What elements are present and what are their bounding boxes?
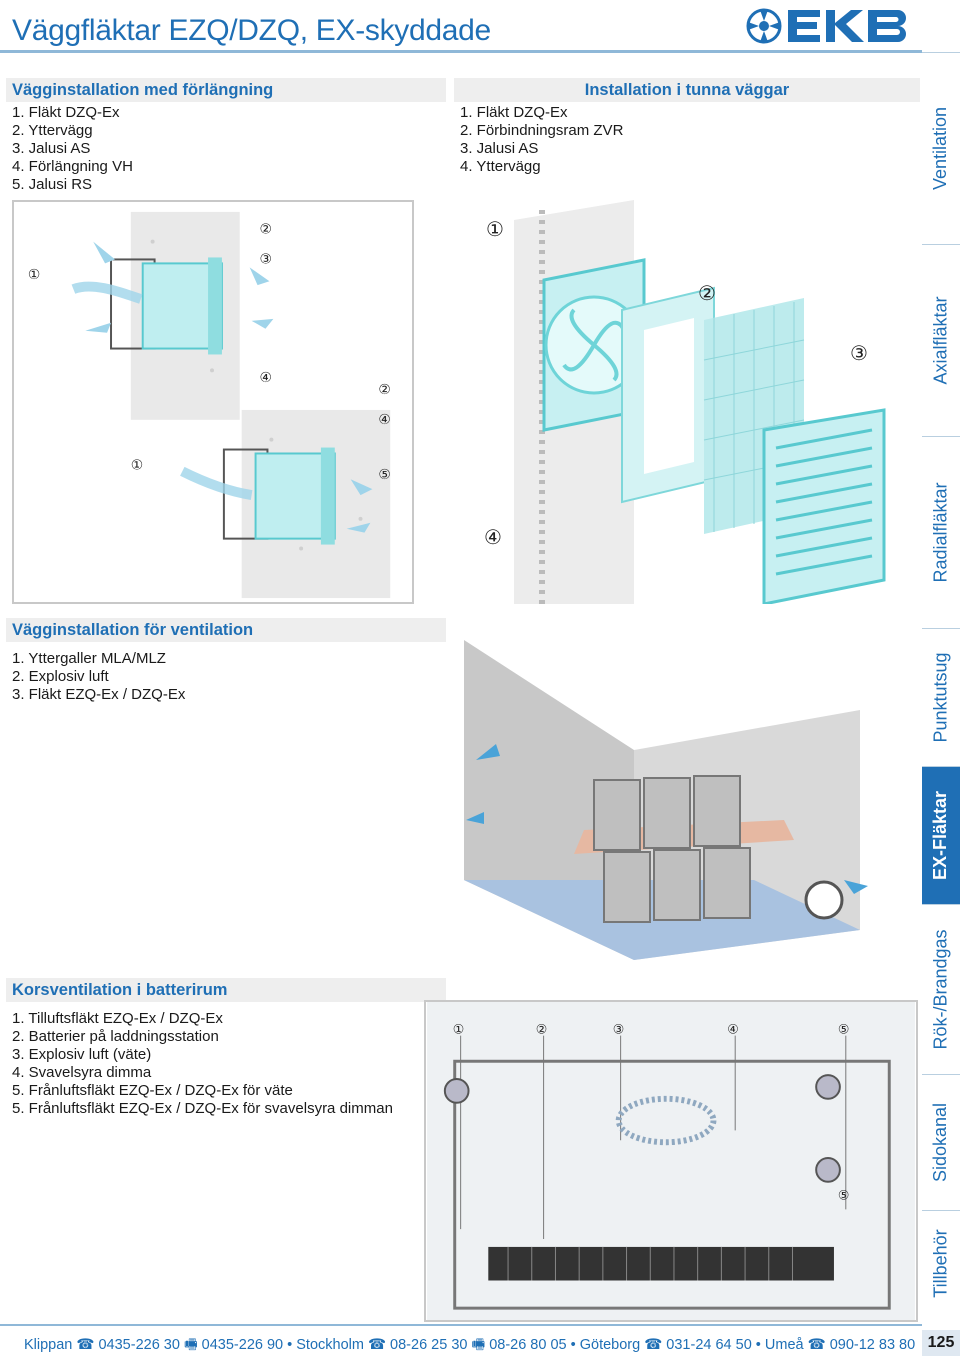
list-item: 2. Förbindningsram ZVR [460,122,624,139]
callout-room-5b: ⑤ [838,1189,850,1204]
callout-2: ② [260,222,272,238]
tab-label: Radialfläktar [930,482,951,583]
tab-ventilation[interactable]: Ventilation [922,52,960,244]
list-item: 1. Tilluftsfläkt EZQ-Ex / DZQ-Ex [12,1010,223,1027]
callout-thin-1: ① [486,217,504,241]
fan-logo-icon [746,8,782,44]
tab-label: Rök-/Brandgas [930,929,951,1050]
callout-thin-2: ② [698,281,716,305]
battery-room-illustration: ① ② ③ ④ ⑤ ⑤ [424,1000,918,1322]
callout-5: ⑤ [378,467,390,483]
list-item: 1. Fläkt DZQ-Ex [12,104,120,121]
tab-label: Punktutsug [930,652,951,743]
wall-ventilation-list: 1. Yttergaller MLA/MLZ 2. Explosiv luft … [12,650,185,704]
list-item: 2. Batterier på laddningsstation [12,1028,219,1045]
list-item: 5. Frånluftsfläkt EZQ-Ex / DZQ-Ex för vä… [12,1082,293,1099]
tab-label: EX-Fläktar [930,790,951,881]
tab-label: Sidokanal [930,1102,951,1183]
callout-thin-4: ④ [484,525,502,549]
tab-tillbehor[interactable]: Tillbehör [922,1210,960,1316]
battery-room-list: 1. Tilluftsfläkt EZQ-Ex / DZQ-Ex 2. Batt… [12,1010,393,1118]
callout-thin-3: ③ [850,341,868,365]
thin-walls-illustration: ① ② ③ ④ [454,200,920,604]
page-number: 125 [922,1330,960,1356]
wall-extension-list: 1. Fläkt DZQ-Ex 2. Yttervägg 3. Jalusi A… [12,104,133,194]
list-item: 5. Frånluftsfläkt EZQ-Ex / DZQ-Ex för sv… [12,1100,393,1117]
tab-label: Tillbehör [930,1229,951,1298]
list-item: 5. Jalusi RS [12,176,93,193]
list-item: 3. Explosiv luft (väte) [12,1046,152,1063]
tab-sidokanal[interactable]: Sidokanal [922,1074,960,1210]
list-item: 3. Jalusi AS [12,140,91,157]
battery-room-heading: Korsventilation i batterirum [6,978,446,1002]
ekb-logo [746,8,906,44]
tab-label: Ventilation [930,106,951,191]
footer: Klippan ☎ 0435-226 30 🖷 0435-226 90 • St… [0,1330,960,1356]
callout-1: ① [28,267,40,283]
category-sidebar: Ventilation Axialfläktar Radialfläktar P… [922,52,960,1316]
callout-3: ③ [260,251,272,267]
callout-room-2: ② [536,1023,548,1038]
list-item: 4. Yttervägg [460,158,541,175]
footer-contacts: Klippan ☎ 0435-226 30 🖷 0435-226 90 • St… [24,1337,916,1353]
callout-4: ④ [260,370,272,386]
callout-2b: ② [378,382,390,398]
thin-walls-heading: Installation i tunna väggar [454,78,920,102]
callout-4b: ④ [378,412,390,428]
list-item: 1. Fläkt DZQ-Ex [460,104,568,121]
callout-room-1: ① [453,1023,465,1038]
wall-extension-heading: Vägginstallation med förlängning [6,78,446,102]
list-item: 1. Yttergaller MLA/MLZ [12,650,166,667]
tab-rok-brandgas[interactable]: Rök-/Brandgas [922,904,960,1074]
callout-room-4: ④ [727,1023,739,1038]
tab-axialflaktar[interactable]: Axialfläktar [922,244,960,436]
list-item: 4. Svavelsyra dimma [12,1064,152,1081]
page-title: Väggfläktar EZQ/DZQ, EX-skyddade [12,14,491,47]
footer-rule [0,1324,922,1326]
header-rule [0,50,922,53]
wall-ventilation-illustration [454,630,920,980]
list-item: 3. Fläkt EZQ-Ex / DZQ-Ex [12,686,186,703]
callout-room-3: ③ [613,1023,625,1038]
list-item: 2. Explosiv luft [12,668,109,685]
wall-extension-illustration: ② ③ ① ④ ② ④ ① ⑤ [12,200,414,604]
tab-ex-flaktar[interactable]: EX-Fläktar [922,766,960,904]
list-item: 2. Yttervägg [12,122,93,139]
tab-punktutsug[interactable]: Punktutsug [922,628,960,766]
list-item: 3. Jalusi AS [460,140,539,157]
list-item: 4. Förlängning VH [12,158,133,175]
tab-label: Axialfläktar [930,296,951,385]
callout-room-5: ⑤ [838,1023,850,1038]
tab-radialflaktar[interactable]: Radialfläktar [922,436,960,628]
callout-1b: ① [131,457,143,473]
thin-walls-list: 1. Fläkt DZQ-Ex 2. Förbindningsram ZVR 3… [460,104,623,176]
wall-ventilation-heading: Vägginstallation för ventilation [6,618,446,642]
